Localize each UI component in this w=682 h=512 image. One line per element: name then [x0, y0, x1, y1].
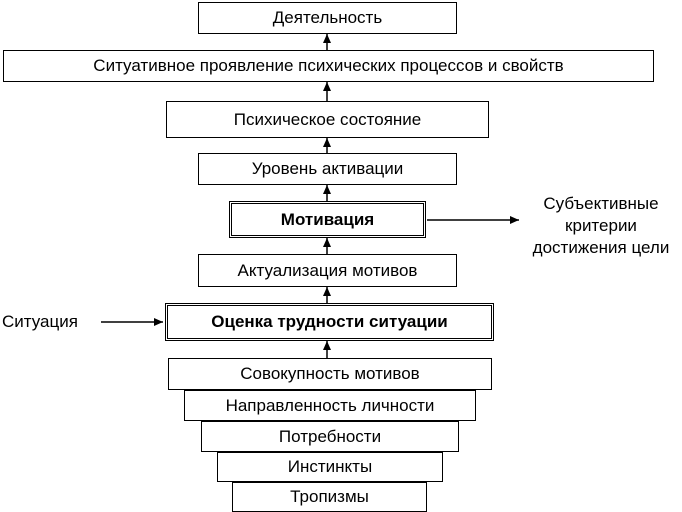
criteria-line-1: Субъективные: [543, 194, 659, 213]
motive-set-box: Совокупность мотивов: [168, 358, 492, 390]
motivation-box: Мотивация: [229, 201, 426, 238]
tropisms-box: Тропизмы: [232, 482, 427, 512]
personality-orientation-box: Направленность личности: [184, 390, 476, 421]
activation-level-box: Уровень активации: [198, 153, 457, 185]
situation-label: Ситуация: [2, 312, 78, 331]
situational-manifestation-box: Ситуативное проявление психических проце…: [3, 50, 654, 82]
motive-actualization-box: Актуализация мотивов: [198, 254, 457, 287]
mental-state-box: Психическое состояние: [166, 101, 489, 138]
instincts-box: Инстинкты: [217, 452, 443, 482]
criteria-line-2: критерии: [565, 216, 637, 235]
needs-box: Потребности: [201, 421, 459, 452]
criteria-line-3: достижения цели: [532, 238, 670, 257]
difficulty-assessment-box: Оценка трудности ситуации: [165, 303, 494, 341]
criteria-label: Субъективные критерии достижения цели: [520, 193, 682, 259]
activity-box: Деятельность: [198, 2, 457, 34]
